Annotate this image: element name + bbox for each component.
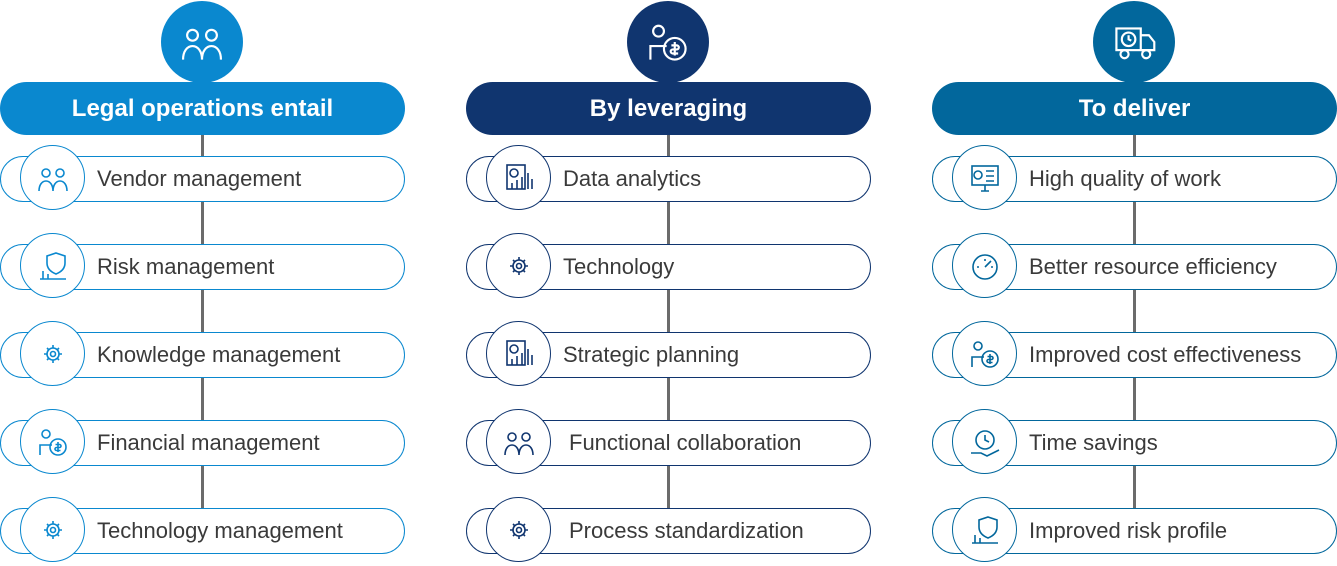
person-dollar-icon [38, 428, 67, 456]
list-item: Knowledge management [0, 321, 405, 386]
column-1: Legal operations entail Vendor managemen… [0, 0, 405, 566]
list-item: Data analytics [466, 145, 871, 210]
list-item: Vendor management [0, 145, 405, 210]
column-2: By leveraging Data analytics Technology … [466, 0, 871, 566]
gear-circuit-icon [43, 520, 62, 539]
item-icon-badge [486, 497, 551, 562]
item-label: Knowledge management [97, 342, 341, 367]
item-label: Process standardization [569, 518, 804, 543]
risk-hand-icon [39, 251, 66, 280]
presenter-dollar-chart-icon [649, 24, 687, 61]
monitor-checklist-icon [970, 164, 999, 192]
item-icon-badge [20, 409, 85, 474]
item-icon-badge [486, 409, 551, 474]
item-icon-badge [486, 145, 551, 210]
list-item: Process standardization [466, 497, 871, 562]
column-3: To deliver High quality of work Better r… [932, 0, 1337, 566]
people-cycle-icon [503, 431, 534, 455]
list-item: High quality of work [932, 145, 1337, 210]
item-icon-badge [20, 233, 85, 298]
item-icon-badge [20, 145, 85, 210]
item-label: Improved cost effectiveness [1029, 342, 1302, 367]
speedometer-icon [971, 253, 998, 280]
head-gear-icon [43, 344, 62, 363]
column-icon-badge [161, 1, 243, 83]
list-item: Better resource efficiency [932, 233, 1337, 298]
item-label: Financial management [97, 430, 320, 455]
org-chart-gear-icon [37, 167, 68, 191]
item-label: Better resource efficiency [1029, 254, 1277, 279]
item-label: Improved risk profile [1029, 518, 1228, 543]
item-label: Time savings [1029, 430, 1158, 455]
item-icon-badge [952, 321, 1017, 386]
list-item: Improved cost effectiveness [932, 321, 1337, 386]
list-item: Risk management [0, 233, 405, 298]
item-icon-badge [952, 497, 1017, 562]
column-icon-badge [627, 1, 709, 83]
connector-line [201, 130, 204, 530]
item-label: Risk management [97, 254, 275, 279]
item-label: Data analytics [563, 166, 702, 191]
item-icon-badge [486, 233, 551, 298]
connector-line [667, 130, 670, 530]
column-header: Legal operations entail [0, 82, 405, 135]
team-gear-icon [181, 28, 223, 60]
item-icon-badge [952, 409, 1017, 474]
list-item: Technology [466, 233, 871, 298]
hand-clock-icon [970, 429, 999, 457]
connector-line [1133, 130, 1136, 530]
flowchart-icon [505, 339, 533, 366]
column-header: To deliver [932, 82, 1337, 135]
item-label: Technology management [97, 518, 343, 543]
list-item: Technology management [0, 497, 405, 562]
item-icon-badge [952, 233, 1017, 298]
item-label: Technology [563, 254, 675, 279]
item-label: Strategic planning [563, 342, 740, 367]
item-icon-badge [952, 145, 1017, 210]
column-icon-badge [1093, 1, 1175, 83]
list-item: Functional collaboration [466, 409, 871, 474]
list-item: Strategic planning [466, 321, 871, 386]
item-icon-badge [486, 321, 551, 386]
list-item: Financial management [0, 409, 405, 474]
item-icon-badge [20, 321, 85, 386]
item-label: Functional collaboration [569, 430, 802, 455]
item-label: High quality of work [1029, 166, 1221, 191]
document-chart-icon [505, 163, 533, 190]
item-label: Vendor management [97, 166, 302, 191]
gear-process-icon [509, 520, 528, 539]
shield-chart-icon [971, 515, 998, 544]
item-icon-badge [20, 497, 85, 562]
list-item: Time savings [932, 409, 1337, 474]
hands-lightbulb-icon [509, 256, 528, 275]
column-header: By leveraging [466, 82, 871, 135]
list-item: Improved risk profile [932, 497, 1337, 562]
delivery-truck-clock-icon [1115, 27, 1156, 60]
coins-dollar-icon [970, 340, 999, 368]
